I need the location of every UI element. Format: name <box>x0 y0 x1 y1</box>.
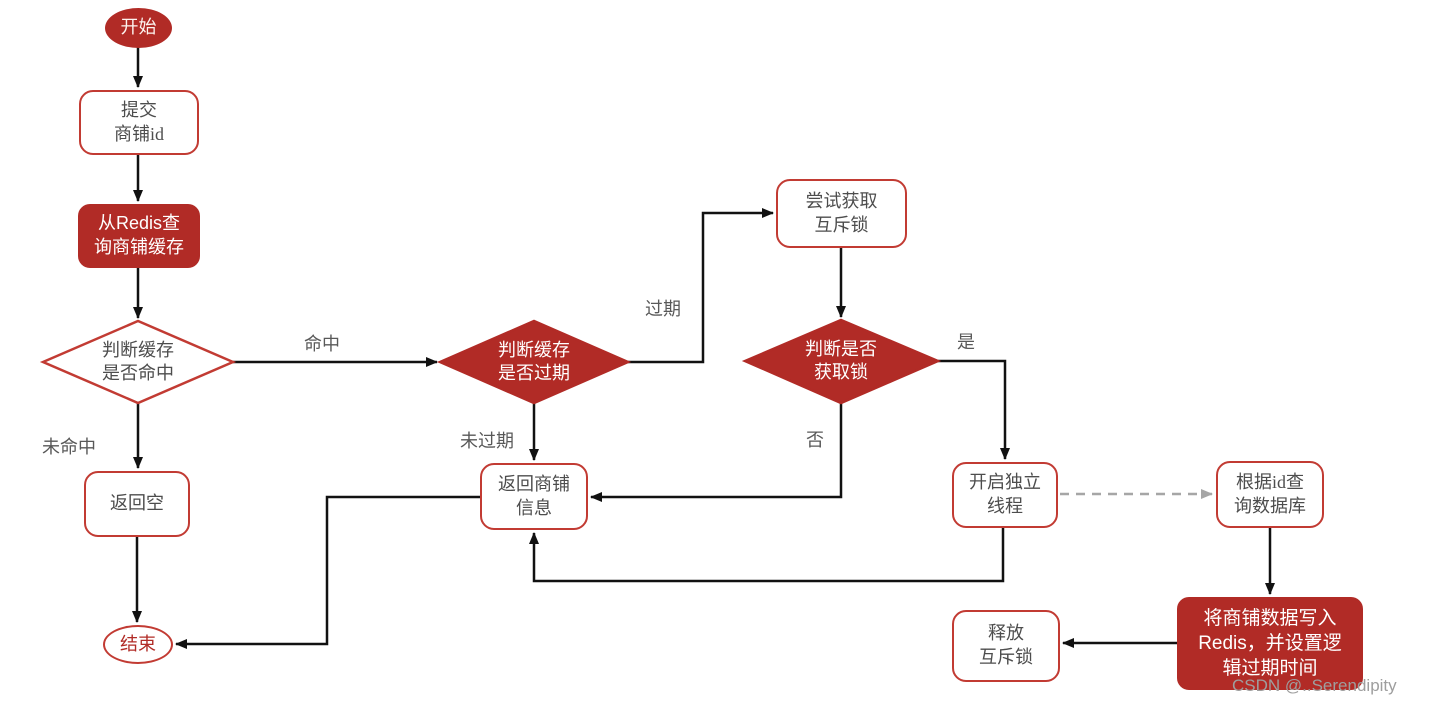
edge-label-miss: 未命中 <box>42 437 96 457</box>
node-return-empty: 返回空 <box>84 471 190 537</box>
csdn-watermark: CSDN @..Serendipity <box>1232 676 1397 695</box>
node-start: 开始 <box>105 8 172 48</box>
decision-got-lock-shape <box>741 318 942 405</box>
edge-label-hit: 命中 <box>304 334 340 354</box>
edge-return-info-to-end <box>175 495 480 649</box>
edge-check-lock-to-return-info <box>590 403 843 502</box>
decision-cache-hit-shape <box>39 319 237 405</box>
node-release-mutex: 释放 互斥锁 <box>952 610 1060 682</box>
edge-label-yes: 是 <box>957 332 975 352</box>
node-return-shop-info: 返回商铺 信息 <box>480 463 588 530</box>
node-query-db-by-id: 根据id查 询数据库 <box>1216 461 1324 528</box>
decision-cache-expired-shape <box>436 319 632 405</box>
node-query-redis-cache: 从Redis查 询商铺缓存 <box>78 204 200 268</box>
edge-label-not-expired: 未过期 <box>460 431 514 451</box>
node-end: 结束 <box>103 625 173 664</box>
node-submit-shop-id: 提交 商铺id <box>79 90 199 155</box>
node-open-thread: 开启独立 线程 <box>952 462 1058 528</box>
edge-open-thread-to-return-info <box>529 528 1005 583</box>
edge-label-expired: 过期 <box>645 299 681 319</box>
edge-check-expired-to-try-mutex <box>628 208 774 364</box>
edge-check-lock-to-open-thread <box>938 359 1010 460</box>
node-try-get-mutex: 尝试获取 互斥锁 <box>776 179 907 248</box>
edge-label-no: 否 <box>806 430 824 450</box>
node-write-redis-logical-expire: 将商铺数据写入 Redis，并设置逻 辑过期时间 <box>1177 597 1363 690</box>
